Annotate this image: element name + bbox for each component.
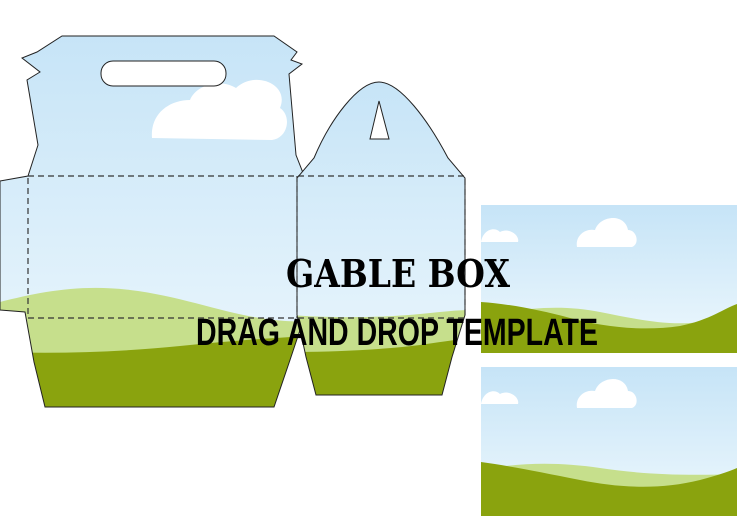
handle-slot-icon	[100, 60, 227, 87]
gable-panel-outline	[296, 81, 466, 396]
triangle-slot-icon	[369, 100, 390, 140]
title-line-1: GABLE BOX	[286, 251, 510, 296]
dark-hill	[481, 462, 737, 516]
cloud-icon	[481, 229, 519, 242]
cloud-icon	[481, 391, 519, 404]
sample-scene-2[interactable]	[481, 367, 737, 520]
cloud-icon	[151, 79, 287, 140]
box-gable-panel[interactable]	[290, 78, 470, 403]
dark-hill	[297, 338, 465, 395]
dark-hill	[0, 336, 305, 407]
dark-hill	[481, 302, 737, 353]
title-line-2: DRAG AND DROP TEMPLATE	[196, 312, 598, 354]
sample-scene-1[interactable]	[481, 205, 737, 360]
box-front-panel[interactable]	[0, 30, 310, 420]
cloud-icon	[576, 217, 637, 247]
cloud-icon	[576, 378, 637, 408]
fold-lines	[27, 175, 466, 319]
front-panel-outline	[0, 35, 306, 408]
